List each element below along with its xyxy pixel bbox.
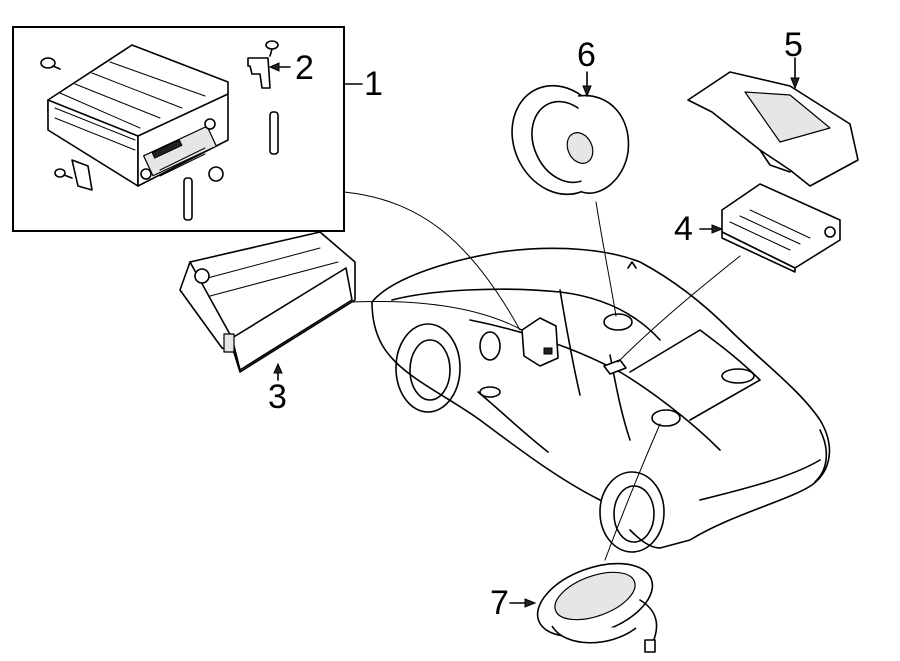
front-wheel (395, 323, 461, 413)
radio-pocket-part-3 (179, 231, 356, 381)
leader-1-car (343, 191, 521, 331)
callout-6: 6 (577, 36, 596, 74)
callout-7: 7 (490, 584, 509, 622)
screw-top-left (40, 57, 61, 70)
callout-5: 5 (784, 26, 803, 64)
callout-2: 2 (295, 49, 314, 87)
radio-receiver (47, 44, 229, 187)
leader-3 (351, 300, 523, 331)
inset-frame (12, 26, 345, 232)
leader-7 (604, 423, 661, 561)
trim-pieces (183, 111, 279, 221)
callout-1: 1 (364, 65, 383, 103)
mounting-bracket-left (54, 159, 93, 191)
bracket-part-5 (687, 57, 859, 187)
leader-6 (595, 201, 617, 317)
leader-4 (617, 255, 741, 363)
arrow-2-head (268, 62, 280, 72)
speaker-part-7 (509, 562, 658, 653)
mounting-bracket-part-2 (247, 40, 279, 89)
callout-3: 3 (268, 378, 287, 416)
module-part-4 (699, 183, 841, 273)
rear-wheel (599, 471, 665, 553)
radio-assembly-inset (12, 26, 363, 232)
speaker-part-6 (511, 71, 630, 196)
car-outline (371, 247, 831, 553)
callout-4: 4 (674, 210, 693, 248)
